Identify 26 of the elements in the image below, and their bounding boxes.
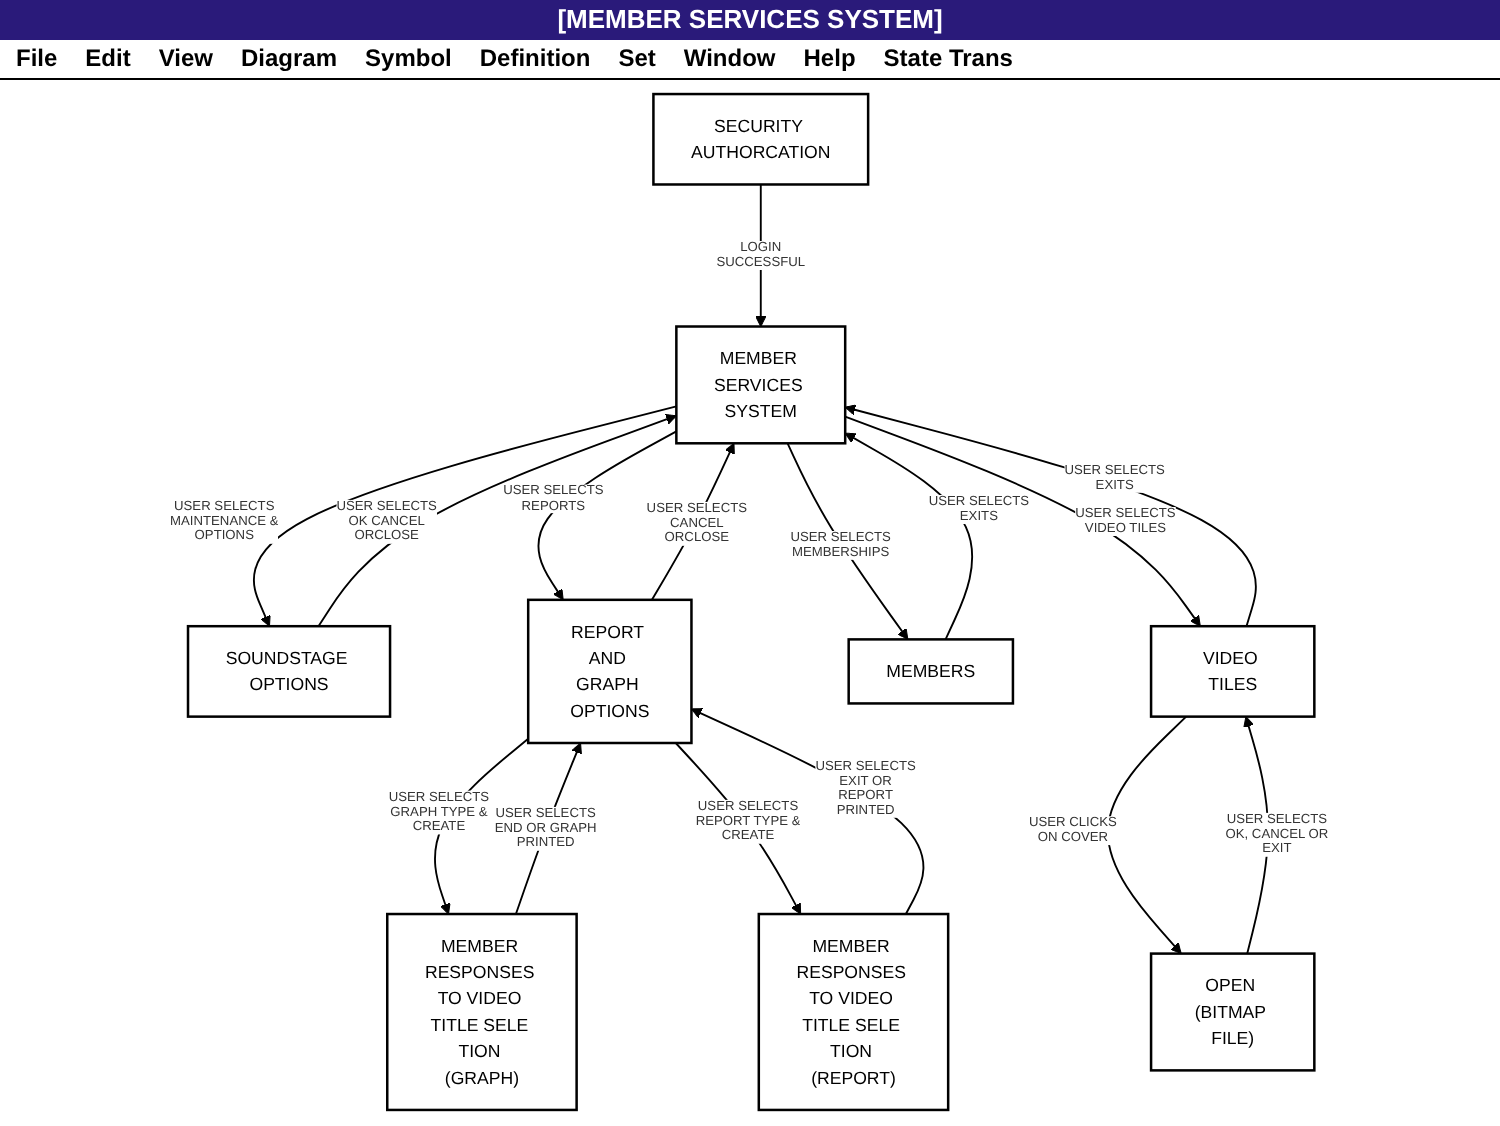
menu-item: Symbol — [365, 44, 452, 74]
arrow — [1107, 715, 1188, 955]
menu-item: Definition — [479, 44, 591, 74]
window-title: [MEMBER SERVICES SYSTEM] — [557, 4, 943, 34]
node-box: MEMBER RESPONSES TO VIDEO TITLE SELE TION (GRAPH) — [386, 912, 579, 1112]
menu-item: Edit — [85, 44, 131, 74]
menu-item: Window — [683, 44, 776, 74]
menu-item: Diagram — [240, 44, 338, 74]
arrow — [787, 442, 910, 640]
node-box: VIDEO TILES — [1150, 624, 1317, 718]
arrow — [691, 708, 926, 915]
menu-item: Help — [803, 44, 856, 74]
node-box: MEMBER RESPONSES TO VIDEO TITLE SELE TION (REPORT) — [758, 912, 951, 1112]
arrow — [675, 742, 802, 915]
arrow — [845, 404, 1258, 628]
node-box: REPORT AND GRAPH OPTIONS — [527, 598, 694, 745]
menu-item: Set — [618, 44, 656, 74]
node-box: SECURITY AUTHORCATION — [652, 92, 871, 186]
node-box: OPEN (BITMAP FILE) — [1150, 952, 1317, 1072]
node-box: MEMBER SERVICES SYSTEM — [675, 325, 848, 445]
menu-item: State Trans — [883, 44, 1013, 74]
menu-item: View — [158, 44, 213, 74]
arrow — [845, 415, 1202, 627]
menu-item: File — [16, 44, 58, 74]
node-box: MEMBERS — [848, 638, 1015, 705]
node-box: SOUNDSTAGE OPTIONS — [187, 624, 393, 718]
